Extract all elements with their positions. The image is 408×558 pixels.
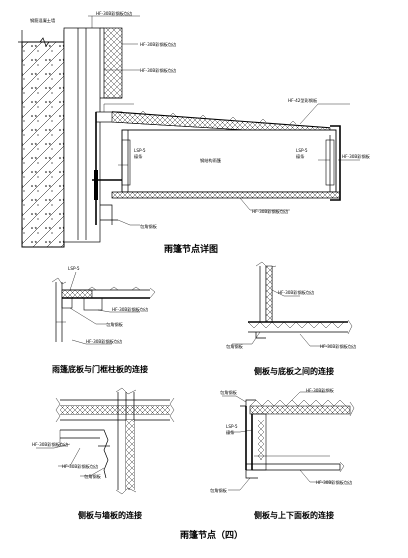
lsp-right-label-2: 檩条	[296, 153, 305, 160]
break-line	[18, 37, 68, 47]
lsp-right-label: LSP-5	[296, 148, 308, 153]
detail-c-label-2: HF-30B彩钢板包边	[62, 463, 99, 470]
concrete-wall	[21, 41, 65, 248]
detail-d-label-5: HF-30B彩钢板包边	[316, 479, 353, 486]
detail-b: HF-30B彩钢板包边 包角钢板 HF-30B彩钢板包边 侧板与底板之间的连接	[226, 261, 357, 376]
canopy-bottom-plate	[111, 191, 341, 199]
detail-d-caption: 侧板与上下面板的连接	[254, 510, 334, 520]
wall-panel	[63, 27, 101, 243]
detail-c-caption: 侧板与墙板的连接	[78, 510, 142, 520]
detail-d-label-1: 包角钢板	[220, 389, 238, 396]
sandwich-panel-upper	[103, 27, 123, 99]
detail-b-label-2: 包角钢板	[226, 343, 244, 350]
detail-a-label-3: 包角钢板	[106, 321, 124, 328]
bottom-label: HF-30B彩钢板包边	[252, 208, 289, 215]
lsp-left-label-2: 檩条	[134, 153, 143, 160]
main-caption: 雨篷节点详图	[164, 243, 218, 255]
top-label-1: HF-30B彩钢板包边	[96, 10, 133, 17]
detail-d-label-2: HF-30B彩钢板	[306, 387, 335, 394]
detail-c-label-1: HF-30B彩钢板包边	[32, 441, 69, 448]
detail-d-label-3: LSP-5	[226, 424, 238, 429]
detail-a-label-1: LSP-5	[68, 266, 80, 271]
detail-c: HF-30B彩钢板包边 HF-30B彩钢板包边 包角钢板 侧板与墙板的连接	[32, 387, 175, 520]
detail-c-label-3: 包角钢板	[84, 473, 102, 480]
roof-label: HF-42型彩钢板	[288, 97, 318, 104]
detail-a-caption: 雨篷底板与门框柱板的连接	[52, 364, 148, 374]
main-detail: 钢筋混凝土墙 HF-30B彩钢板包边 HF-30B彩钢板包边 HF-30B彩钢板…	[18, 10, 371, 255]
detail-b-label-3: HF-30B彩钢板包边	[320, 343, 357, 350]
lsp-left-label: LSP-5	[134, 148, 146, 153]
detail-d-label-6: 包角钢板	[210, 487, 228, 494]
detail-a-label-2: HF-30B彩钢板包边	[112, 306, 149, 313]
detail-b-caption: 侧板与底板之间的连接	[254, 366, 334, 376]
wall-label: 钢筋混凝土墙	[30, 17, 55, 24]
top-label-3: HF-30B彩钢板包边	[140, 67, 177, 74]
footer-caption: 雨篷节点（四）	[180, 529, 243, 541]
top-label-2: HF-30B彩钢板包边	[140, 41, 177, 48]
detail-a: LSP-5 HF-30B彩钢板包边 包角钢板 HF-30B彩钢板包边 雨篷底板与…	[51, 266, 156, 374]
right-edge-label: HF-30B彩钢板	[342, 153, 371, 160]
detail-d-label-4: 檩条	[226, 429, 235, 436]
detail-b-label-1: HF-30B彩钢板包边	[278, 289, 315, 296]
bottom-left-label: 包角钢板	[140, 223, 158, 230]
canopy-box	[121, 129, 337, 193]
center-label: 钢结构雨篷	[200, 157, 222, 164]
detail-d: 包角钢板 HF-30B彩钢板 LSP-5 檩条 HF-30B彩钢板包边 包角钢板…	[210, 387, 355, 520]
detail-a-label-4: HF-30B彩钢板包边	[86, 338, 123, 345]
